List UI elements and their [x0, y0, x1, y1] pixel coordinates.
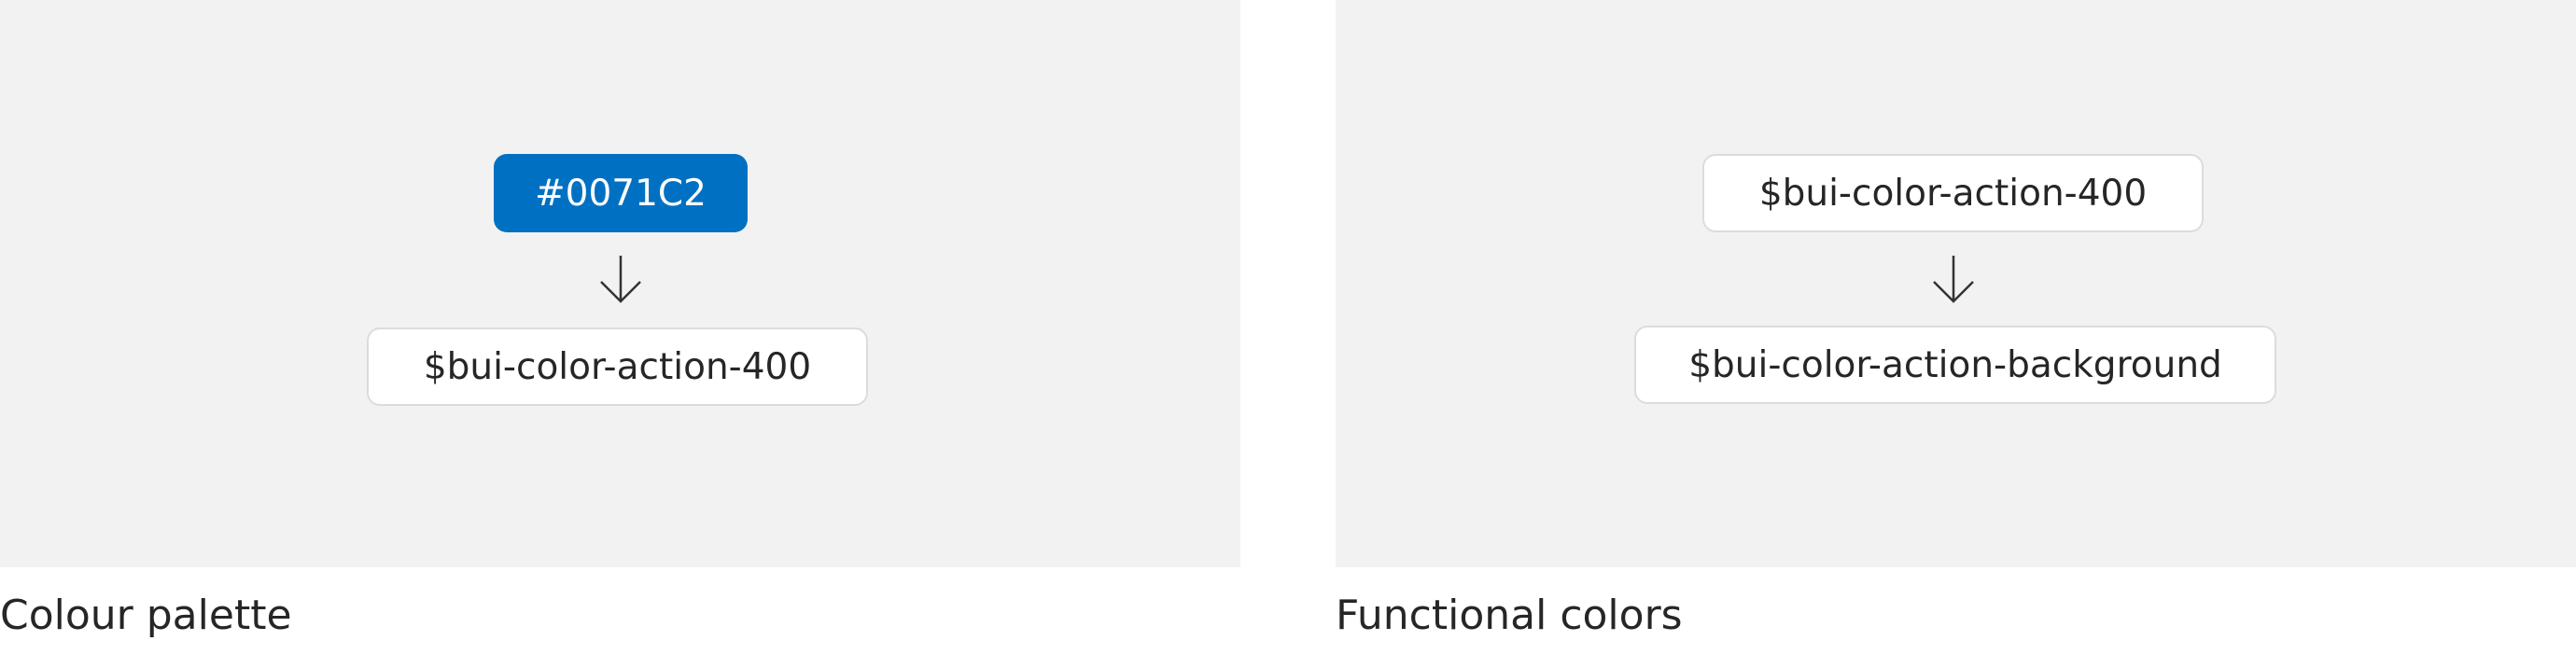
palette-token-node: $bui-color-action-400: [367, 328, 868, 406]
arrow-down-icon: [1933, 256, 1974, 303]
functional-colors-panel: $bui-color-action-400 $bui-color-action-…: [1336, 0, 2576, 567]
functional-token-node: $bui-color-action-background: [1634, 326, 2276, 404]
colour-palette-caption: Colour palette: [0, 592, 292, 639]
hex-color-swatch: #0071C2: [494, 154, 748, 232]
functional-colors-caption: Functional colors: [1336, 592, 1683, 639]
colour-palette-panel: #0071C2 $bui-color-action-400: [0, 0, 1240, 567]
arrow-down-icon: [600, 256, 641, 303]
palette-token-source-node: $bui-color-action-400: [1702, 154, 2204, 232]
